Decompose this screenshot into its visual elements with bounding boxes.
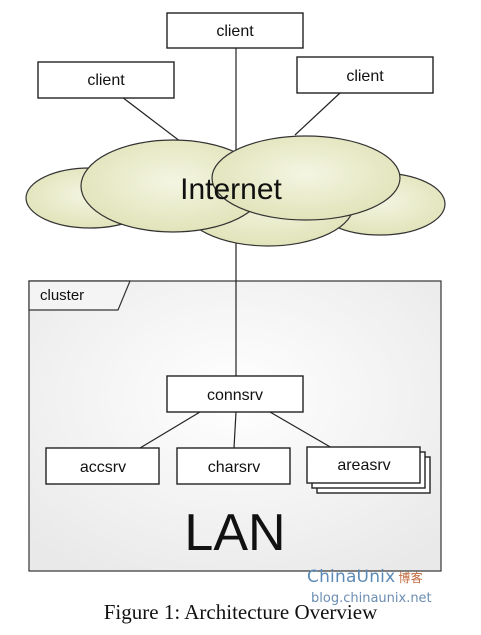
line-left-client-internet (121, 96, 186, 146)
internet-cloud (25, 135, 446, 247)
areasrv-label: areasrv (337, 457, 390, 474)
client-left: client (37, 61, 175, 99)
watermark-brand-text: ChinaUnix (307, 567, 396, 587)
client-right-label: client (346, 68, 384, 85)
charsrv-box: charsrv (176, 447, 291, 485)
line-connsrv-areasrv (269, 411, 333, 449)
watermark-brand-cn: 博客 (398, 571, 423, 585)
charsrv-label: charsrv (208, 459, 260, 476)
connsrv-box: connsrv (166, 375, 304, 413)
line-connsrv-charsrv (233, 411, 237, 449)
internet-label: Internet (180, 173, 282, 206)
client-top: client (166, 12, 304, 49)
client-right: client (296, 56, 434, 94)
line-right-client-internet (294, 92, 341, 136)
areasrv-stack: areasrv (306, 446, 431, 494)
figure-caption: Figure 1: Architecture Overview (103, 600, 378, 624)
line-connsrv-accsrv (139, 411, 201, 449)
cluster-tab (28, 280, 131, 311)
client-top-label: client (216, 23, 254, 40)
client-left-label: client (87, 72, 125, 89)
cluster-label: cluster (40, 287, 84, 304)
watermark-url: blog.chinaunix.net (311, 591, 432, 606)
lan-label: LAN (184, 504, 285, 562)
connection-lines (121, 48, 341, 449)
accsrv-box: accsrv (45, 447, 160, 485)
connsrv-label: connsrv (207, 387, 263, 404)
accsrv-label: accsrv (80, 459, 126, 476)
